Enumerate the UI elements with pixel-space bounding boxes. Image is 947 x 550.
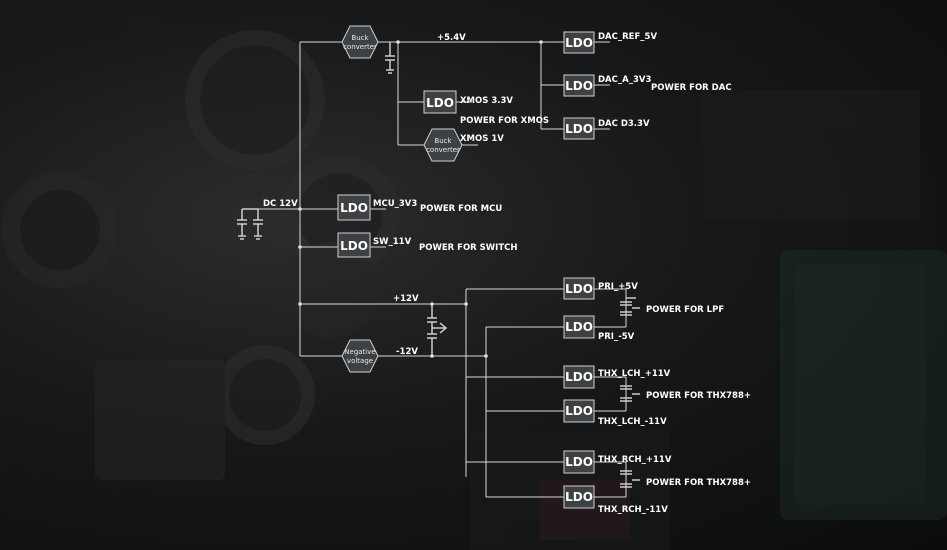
- junction-dots: [298, 40, 543, 358]
- out-sw: SW_11V: [373, 237, 412, 247]
- buck-converter-xmos: Buck converter: [423, 128, 463, 162]
- ldo-label: LDO: [565, 455, 593, 469]
- negative-line2: voltage: [347, 357, 373, 365]
- negative-voltage-converter: Negative voltage: [341, 339, 379, 373]
- ldo-label: LDO: [340, 239, 368, 253]
- ldo-thx-lch-pos: LDO: [563, 365, 595, 389]
- ldo-label: LDO: [565, 79, 593, 93]
- note-thx-l: POWER FOR THX788+: [646, 391, 751, 401]
- ldo-dac-ref: LDO: [563, 31, 595, 54]
- ldo-thx-rch-pos: LDO: [563, 450, 595, 474]
- ldo-thx-lch-neg: LDO: [563, 399, 595, 423]
- negative-line1: Negative: [344, 348, 375, 356]
- out-thx-lch-neg: THX_LCH_-11V: [598, 417, 667, 427]
- ldo-label: LDO: [340, 201, 368, 215]
- note-xmos: POWER FOR XMOS: [460, 116, 549, 126]
- note-dac: POWER FOR DAC: [651, 83, 732, 93]
- ldo-label: LDO: [565, 404, 593, 418]
- dc-input-label: DC 12V: [263, 199, 298, 209]
- out-xmos-33: XMOS 3.3V: [460, 96, 513, 106]
- out-xmos-1v: XMOS 1V: [460, 134, 504, 144]
- ldo-dac-d: LDO: [563, 117, 595, 140]
- out-dac-a: DAC_A_3V3: [598, 75, 651, 85]
- labels: DC 12V +5.4V +12V -12V DAC_REF_5V DAC_A_…: [263, 32, 751, 515]
- buck-xmos-line2: converter: [426, 146, 460, 154]
- rail-5v4-label: +5.4V: [437, 33, 466, 43]
- ldo-label: LDO: [565, 36, 593, 50]
- out-dac-d: DAC D3.3V: [598, 119, 650, 129]
- rail-plus12-label: +12V: [393, 294, 419, 304]
- ldo-thx-rch-neg: LDO: [563, 485, 595, 509]
- out-thx-lch-pos: THX_LCH_+11V: [598, 369, 671, 379]
- note-lpf: POWER FOR LPF: [646, 305, 724, 315]
- ldo-label: LDO: [565, 122, 593, 136]
- rail-minus12-label: -12V: [396, 347, 418, 357]
- ldo-label: LDO: [565, 282, 593, 296]
- out-dac-ref: DAC_REF_5V: [598, 32, 657, 42]
- ldo-label: LDO: [565, 370, 593, 384]
- out-mcu: MCU_3V3: [373, 199, 417, 209]
- ldo-pri-pos: LDO: [563, 277, 595, 300]
- ldo-label: LDO: [565, 320, 593, 334]
- ldo-mcu: LDO: [337, 194, 371, 221]
- note-switch: POWER FOR SWITCH: [419, 243, 518, 253]
- out-pri-neg: PRI_-5V: [598, 332, 635, 342]
- buck-converter-main: Buck converter: [341, 25, 379, 59]
- ldo-label: LDO: [565, 490, 593, 504]
- buck-xmos-line1: Buck: [434, 137, 452, 145]
- note-thx-r: POWER FOR THX788+: [646, 478, 751, 488]
- ldo-label: LDO: [426, 96, 454, 110]
- buck-main-line2: converter: [343, 43, 377, 51]
- out-thx-rch-pos: THX_RCH_+11V: [598, 455, 672, 465]
- out-thx-rch-neg: THX_RCH_-11V: [598, 505, 668, 515]
- out-pri-pos: PRI_+5V: [598, 282, 638, 292]
- ldo-switch: LDO: [337, 232, 371, 258]
- decoupling-capacitors: [237, 42, 640, 488]
- ldo-dac-a: LDO: [563, 74, 595, 97]
- note-mcu: POWER FOR MCU: [420, 204, 502, 214]
- buck-main-line1: Buck: [351, 34, 369, 42]
- ldo-pri-neg: LDO: [563, 315, 595, 339]
- ldo-xmos: LDO: [423, 90, 457, 114]
